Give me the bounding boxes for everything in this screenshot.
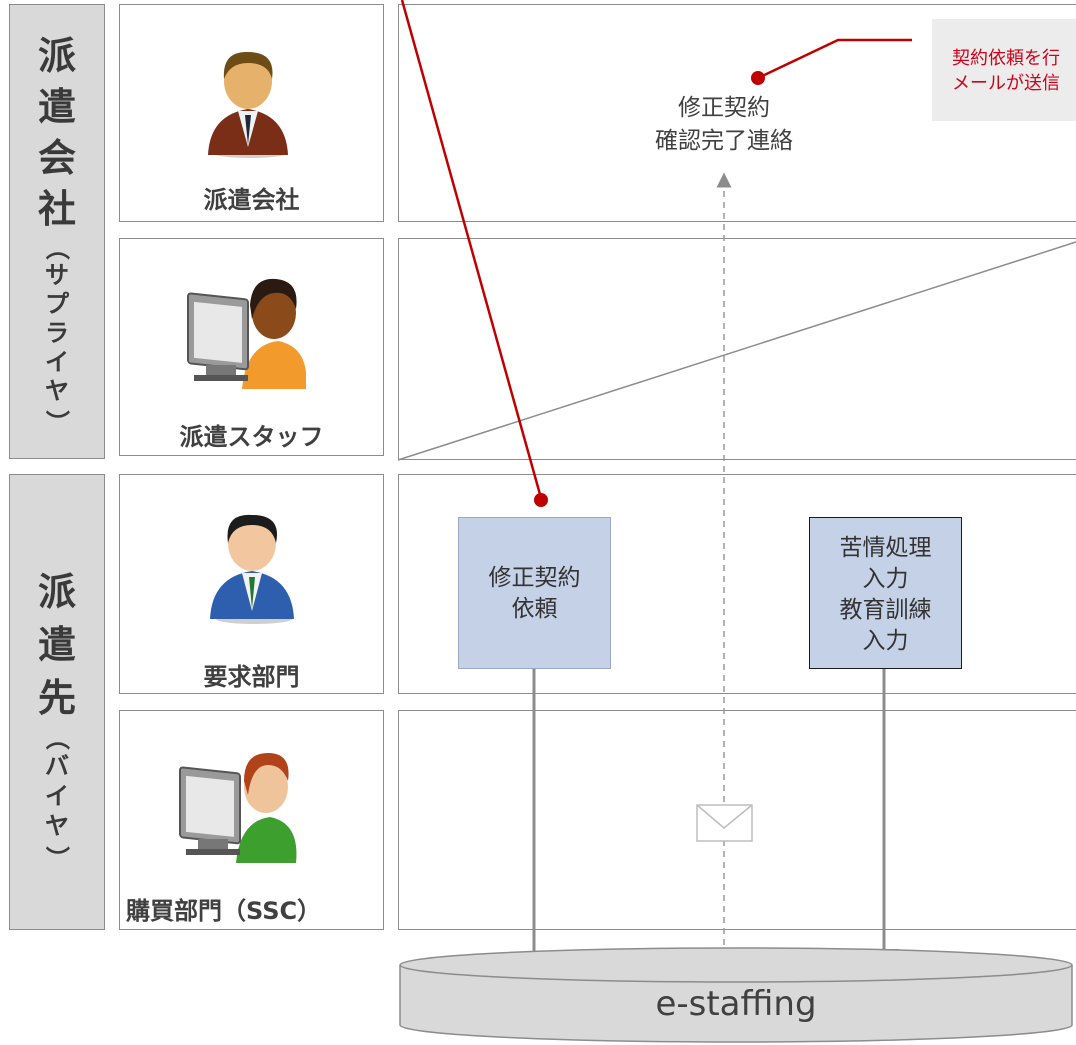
- note-line1: 契約依頼を行: [952, 48, 1060, 69]
- buyer-char: 派: [37, 570, 76, 614]
- process-text: 苦情処理: [839, 535, 932, 561]
- buyer-at-computer-icon: [179, 753, 297, 863]
- businessman-avatar-icon: [208, 51, 288, 158]
- role-label: 派遣会社: [203, 186, 300, 214]
- role-label: 購買部門（SSC）: [126, 897, 322, 925]
- buyer-group-label: 派 遣 先 （ バ イ ヤ ）: [9, 474, 105, 930]
- supplier-group-label: 派 遣 会 社 （ サ プ ラ イ ヤ ）: [9, 4, 105, 459]
- process-modify-request: 修正契約 依頼: [458, 517, 611, 669]
- confirm-step-line2: 確認完了連絡: [655, 128, 793, 154]
- buyer-paren-char: バ: [45, 752, 69, 780]
- businessman-blue-avatar-icon: [210, 514, 294, 624]
- buyer-paren-char: イ: [45, 782, 69, 810]
- process-text: 依頼: [511, 596, 558, 622]
- supplier-paren-char: イ: [45, 348, 69, 376]
- callout-line-confirm: [757, 38, 912, 80]
- staff-at-computer-icon: [187, 278, 306, 389]
- supplier-paren-char: プ: [45, 290, 69, 318]
- process-complaint-training: 苦情処理 入力 教育訓練 入力: [809, 517, 962, 669]
- buyer-paren-char: ヤ: [45, 812, 69, 840]
- database-cylinder: [399, 947, 1073, 1043]
- supplier-char: 派: [37, 34, 76, 78]
- role-box-dispatch-staff: 派遣スタッフ: [119, 238, 384, 456]
- process-text: 修正契約: [488, 565, 581, 591]
- system-label: e-staffing: [655, 984, 817, 1024]
- buyer-char: 先: [37, 676, 76, 720]
- process-text: 入力: [862, 628, 909, 654]
- role-label: 派遣スタッフ: [179, 423, 324, 451]
- buyer-char: 遣: [37, 623, 76, 667]
- mail-envelope-icon: [696, 804, 753, 842]
- supplier-paren-char: ラ: [45, 319, 69, 347]
- supplier-char: 社: [37, 187, 76, 231]
- callout-dot-confirm: [751, 71, 765, 85]
- role-box-purchasing-dept: 購買部門（SSC）: [119, 710, 384, 930]
- staff-lane-diagonal: [397, 241, 1076, 461]
- note-line2: メールが送信: [952, 73, 1060, 94]
- role-label: 要求部門: [203, 663, 300, 691]
- role-box-requesting-dept: 要求部門: [119, 474, 384, 694]
- process-text: 教育訓練: [839, 597, 932, 623]
- callout-dot-request: [534, 493, 548, 507]
- process-text: 入力: [862, 566, 909, 592]
- role-box-dispatch-company: 派遣会社: [119, 4, 384, 222]
- callout-note: 契約依頼を行 メールが送信: [932, 19, 1076, 121]
- supplier-char: 会: [37, 136, 76, 180]
- supplier-paren-char: ヤ: [45, 377, 69, 405]
- supplier-char: 遣: [37, 85, 76, 129]
- confirm-step-line1: 修正契約: [678, 95, 770, 121]
- callout-line-request: [400, 0, 543, 499]
- supplier-paren-char: サ: [45, 261, 69, 289]
